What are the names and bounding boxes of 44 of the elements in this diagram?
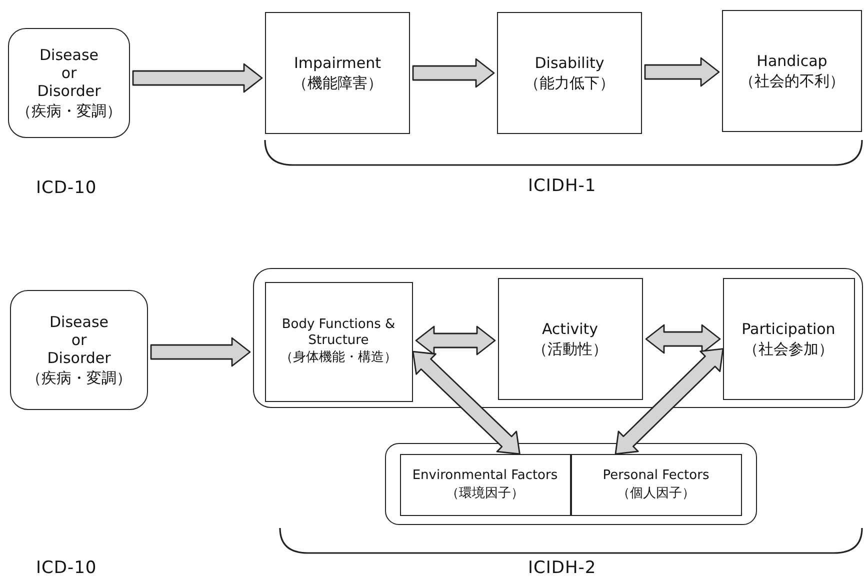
concept-box	[400, 454, 570, 516]
group-frame	[385, 443, 757, 525]
node-label: Body Functions & Structure	[280, 317, 396, 348]
node-label: （社会参加）	[744, 340, 834, 358]
node-label: Disease or Disorder	[46, 313, 112, 367]
concept-box	[722, 278, 854, 400]
model-label: ICD-10	[36, 178, 97, 198]
block-arrow	[150, 337, 251, 367]
node-label: Impairment	[294, 54, 382, 72]
group-frame	[253, 268, 863, 408]
concept-box	[264, 282, 412, 402]
node-label: Environmental Factors	[412, 468, 558, 484]
node-label: Personal Fectors	[602, 468, 710, 484]
node-label: （機能障害）	[292, 74, 382, 92]
block-arrow	[614, 348, 724, 455]
block-arrow	[644, 57, 720, 87]
concept-box	[498, 278, 642, 400]
model-label: ICD-10	[36, 558, 97, 578]
node-label: （身体機能・構造）	[280, 350, 397, 366]
block-arrow	[132, 63, 263, 93]
rounded-box	[8, 28, 130, 138]
block-arrow	[412, 350, 520, 455]
node-label: （疾病・変調）	[26, 369, 132, 387]
concept-box	[497, 12, 642, 134]
model-label: ICIDH-2	[528, 558, 596, 578]
model-label: ICIDH-1	[528, 176, 596, 196]
node-label: Disease or Disorder	[36, 46, 102, 100]
node-label: （個人因子）	[617, 486, 695, 502]
block-arrow	[415, 326, 496, 356]
node-label: （環境因子）	[446, 486, 524, 502]
node-label: （疾病・変調）	[16, 102, 122, 120]
node-label: Handicap	[756, 52, 828, 70]
block-arrow	[645, 324, 721, 354]
rounded-box	[10, 290, 148, 410]
node-label: Disability	[534, 54, 604, 72]
node-label: Participation	[742, 320, 836, 338]
node-label: （活動性）	[532, 340, 608, 358]
concept-box	[722, 10, 862, 132]
block-arrow	[412, 58, 495, 88]
concept-box	[265, 12, 410, 134]
concept-box	[570, 454, 742, 516]
node-label: （社会的不利）	[740, 72, 844, 90]
node-label: （能力低下）	[524, 74, 614, 92]
node-label: Activity	[542, 320, 598, 338]
